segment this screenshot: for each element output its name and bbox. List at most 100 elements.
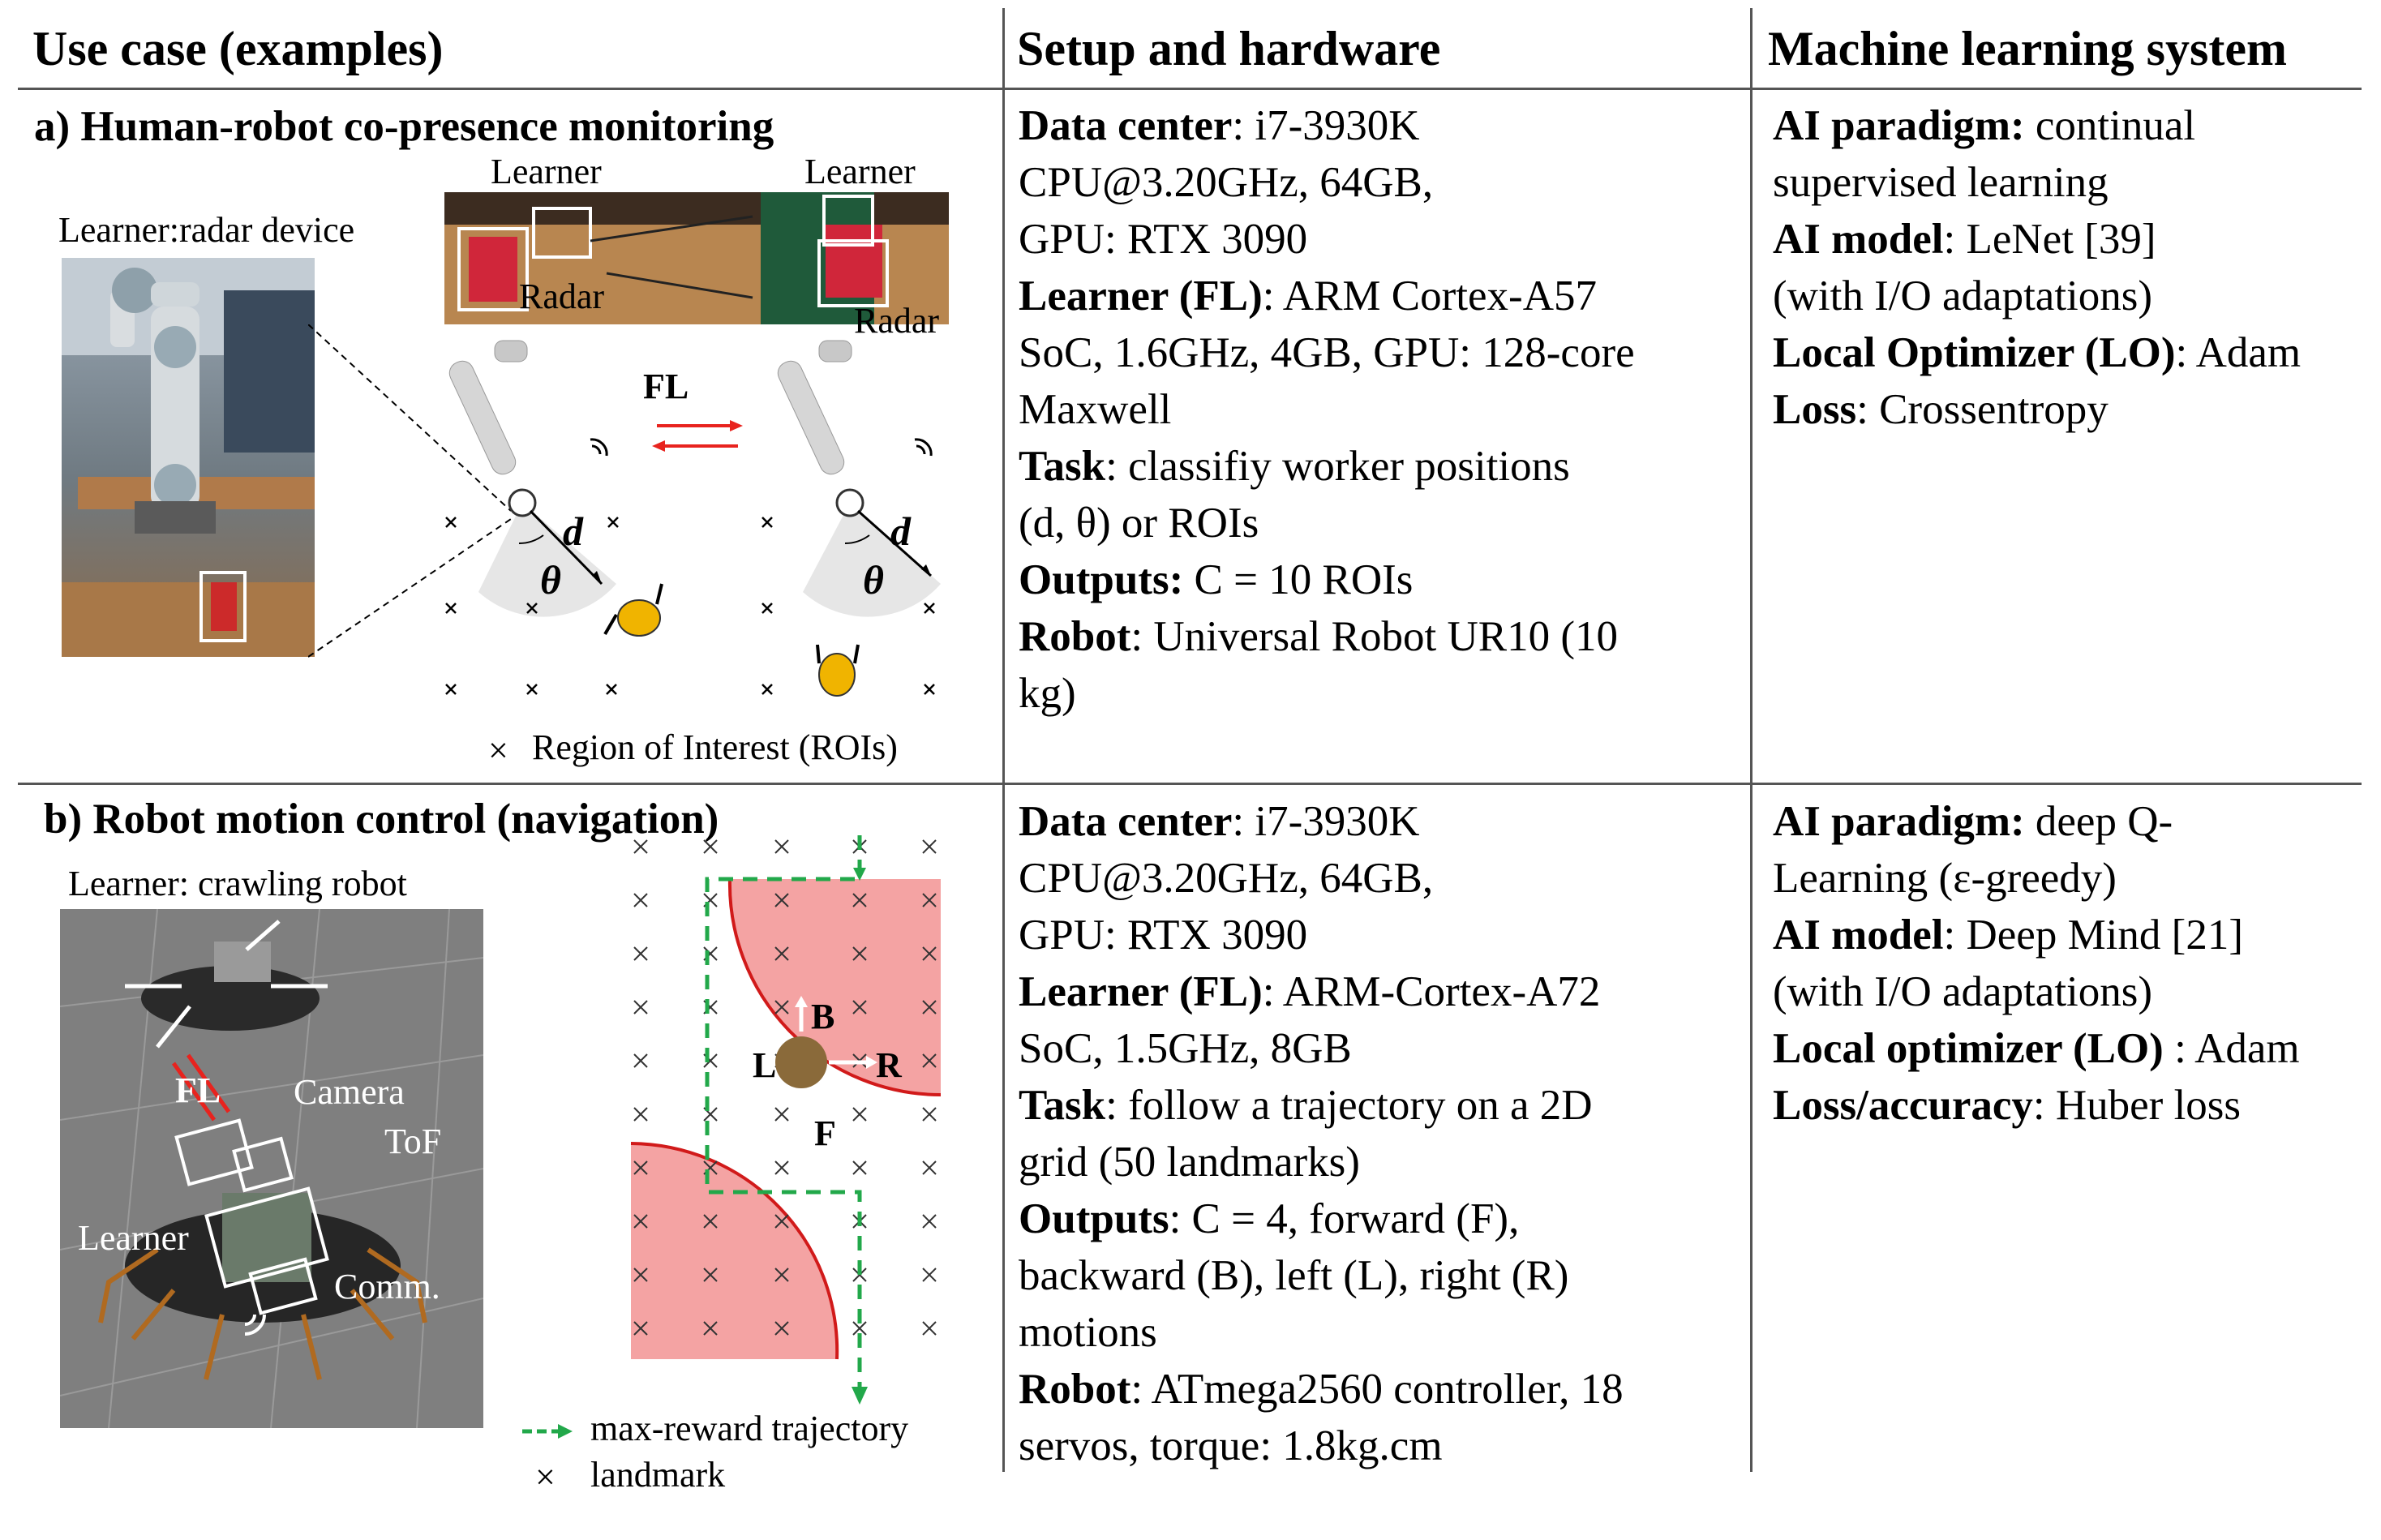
comm-label: Comm. xyxy=(334,1267,440,1306)
landmark-cross xyxy=(852,893,867,907)
text-line: Data center: i7-3930K xyxy=(1019,97,1732,154)
learner-crawling-label: Learner: crawling robot xyxy=(68,864,407,903)
header-use-case: Use case (examples) xyxy=(32,22,444,75)
landmark-cross xyxy=(633,1107,648,1122)
landmark-cross xyxy=(633,1053,648,1068)
landmark-cross xyxy=(633,1160,648,1175)
landmark-cross xyxy=(703,1321,718,1336)
d-label-left: d xyxy=(563,508,583,554)
column-divider-2 xyxy=(1750,8,1753,1472)
learner-label-b: Learner xyxy=(78,1218,189,1258)
landmark-cross xyxy=(774,1214,789,1229)
text-line: motions xyxy=(1019,1304,1732,1361)
landmark-cross xyxy=(703,1268,718,1282)
text-line-bold: AI paradigm: xyxy=(1773,798,2025,845)
dir-b-label: B xyxy=(811,997,835,1036)
text-line-body: backward (B), left (L), right (R) xyxy=(1019,1252,1569,1299)
landmark-cross xyxy=(922,839,937,854)
text-line-body: deep Q- xyxy=(2024,798,2173,845)
text-line-bold: Robot xyxy=(1019,613,1131,660)
text-line-body: : Adam xyxy=(2163,1025,2300,1072)
text-line-bold: Learner (FL) xyxy=(1019,272,1263,320)
text-line-body: Learning (ε-greedy) xyxy=(1773,855,2117,902)
row-b-ml-text: AI paradigm: deep Q- Learning (ε-greedy) A… xyxy=(1773,793,2365,1134)
text-line: AI paradigm: continual xyxy=(1773,97,2365,154)
text-line: Outputs: C = 4, forward (F), xyxy=(1019,1190,1732,1247)
landmark-cross xyxy=(633,893,648,907)
learner-label-2: Learner xyxy=(804,152,916,191)
row-divider xyxy=(18,783,2362,785)
roi-legend: Region of Interest (ROIs) xyxy=(532,727,898,767)
text-line: Robot: Universal Robot UR10 (10 xyxy=(1019,608,1732,665)
learner-label-1: Learner xyxy=(491,152,602,191)
text-line: Local optimizer (LO) : Adam xyxy=(1773,1020,2365,1077)
landmark-legend-cross: × xyxy=(535,1457,556,1497)
text-line-body: : follow a trajectory on a 2D xyxy=(1105,1082,1593,1129)
row-b-title: b) Robot motion control (navigation) xyxy=(44,796,719,843)
zoom-dashed-lines xyxy=(308,324,512,658)
landmark-cross xyxy=(774,1268,789,1282)
landmark-cross xyxy=(922,1000,937,1015)
text-line: GPU: RTX 3090 xyxy=(1019,907,1732,963)
text-line-bold: Task xyxy=(1019,1082,1106,1129)
text-line-body: kg) xyxy=(1019,670,1076,717)
theta-label-left: θ xyxy=(540,557,561,603)
landmark-cross xyxy=(774,1321,789,1336)
roi-legend-cross: × xyxy=(488,731,508,770)
text-line: Task: follow a trajectory on a 2D xyxy=(1019,1077,1732,1134)
landmark-cross xyxy=(633,1214,648,1229)
text-line-body: servos, torque: 1.8kg.cm xyxy=(1019,1422,1443,1469)
landmark-cross xyxy=(633,1000,648,1015)
text-line-body: : i7-3930K xyxy=(1232,102,1420,149)
text-line-body: Maxwell xyxy=(1019,386,1172,433)
landmark-cross xyxy=(922,1321,937,1336)
text-line-body: : classifiy worker positions xyxy=(1105,443,1570,490)
text-line-body: CPU@3.20GHz, 64GB, xyxy=(1019,159,1434,206)
trajectory-legend-arrow xyxy=(522,1424,573,1439)
landmark-cross xyxy=(703,1214,718,1229)
text-line-body: SoC, 1.6GHz, 4GB, GPU: 128-core xyxy=(1019,329,1635,376)
radar-label-2: Radar xyxy=(854,301,940,341)
landmark-cross xyxy=(922,1214,937,1229)
text-line-bold: Robot xyxy=(1019,1366,1131,1413)
text-line-bold: Local optimizer (LO) xyxy=(1773,1025,2164,1072)
landmark-cross xyxy=(922,1107,937,1122)
text-line-body: : ATmega2560 controller, 18 xyxy=(1130,1366,1624,1413)
text-line: (d, θ) or ROIs xyxy=(1019,495,1732,551)
text-line-body: : Crossentropy xyxy=(1856,386,2109,433)
text-line: AI model: LeNet [39] xyxy=(1773,211,2365,268)
text-line-bold: AI paradigm: xyxy=(1773,102,2025,149)
landmark-cross xyxy=(774,946,789,961)
text-line: AI model: Deep Mind [21] xyxy=(1773,907,2365,963)
text-line: Outputs: C = 10 ROIs xyxy=(1019,551,1732,608)
text-line: Maxwell xyxy=(1019,381,1732,438)
dir-l-label: L xyxy=(753,1045,777,1085)
text-line: Learner (FL): ARM Cortex-A57 xyxy=(1019,268,1732,324)
text-line: Learning (ε-greedy) xyxy=(1773,850,2365,907)
landmark-cross xyxy=(774,839,789,854)
text-line-body: motions xyxy=(1019,1309,1157,1356)
column-divider-1 xyxy=(1002,8,1005,1472)
landmark-cross xyxy=(852,1107,867,1122)
row-a-title: a) Human-robot co-presence monitoring xyxy=(34,103,774,150)
text-line: supervised learning xyxy=(1773,154,2365,211)
dir-r-label: R xyxy=(876,1045,902,1085)
text-line-bold: Data center xyxy=(1019,102,1233,149)
text-line-body: (with I/O adaptations) xyxy=(1773,968,2153,1015)
crawling-robot-photo xyxy=(60,909,483,1428)
text-line: Robot: ATmega2560 controller, 18 xyxy=(1019,1361,1732,1418)
text-line: backward (B), left (L), right (R) xyxy=(1019,1247,1732,1304)
text-line-bold: Data center xyxy=(1019,798,1233,845)
landmark-cross xyxy=(922,1053,937,1068)
text-line-bold: Local Optimizer (LO) xyxy=(1773,329,2176,376)
text-line-body: : LeNet [39] xyxy=(1943,216,2156,263)
text-line-body: : Adam xyxy=(2175,329,2302,376)
text-line-bold: Loss/accuracy xyxy=(1773,1082,2033,1129)
text-line-bold: AI model xyxy=(1773,912,1944,959)
text-line: CPU@3.20GHz, 64GB, xyxy=(1019,850,1732,907)
landmark-cross xyxy=(922,1268,937,1282)
text-line: SoC, 1.5GHz, 8GB xyxy=(1019,1020,1732,1077)
